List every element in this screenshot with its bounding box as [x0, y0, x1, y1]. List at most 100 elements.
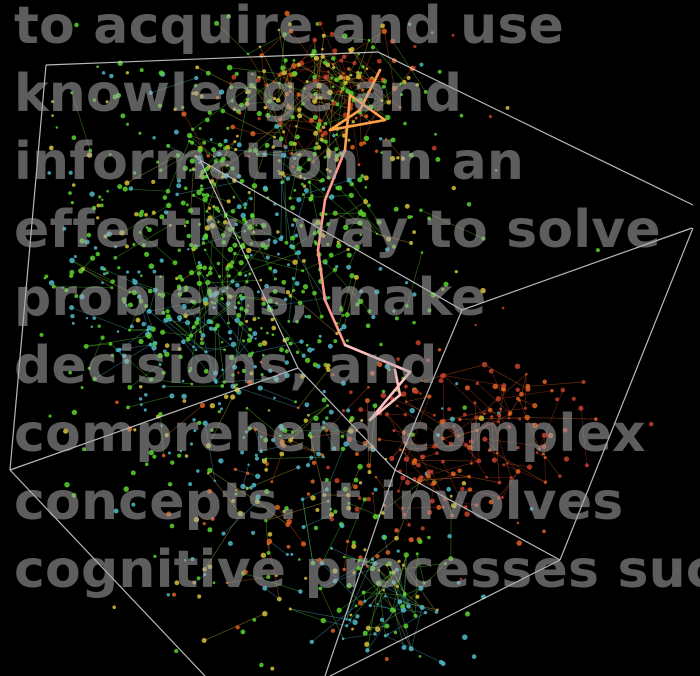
- graph-node: [502, 387, 507, 392]
- graph-node: [325, 363, 331, 369]
- graph-node: [257, 116, 261, 121]
- graph-node: [404, 384, 408, 389]
- graph-edge: [269, 101, 281, 124]
- graph-node: [386, 236, 392, 242]
- graph-node: [389, 455, 395, 461]
- graph-node: [226, 64, 233, 71]
- graph-node: [385, 550, 391, 555]
- graph-node: [235, 488, 238, 492]
- graph-node: [144, 303, 149, 309]
- graph-node: [345, 624, 349, 628]
- graph-edge: [414, 460, 479, 480]
- graph-edge: [280, 50, 336, 75]
- graph-node: [146, 333, 152, 339]
- graph-node: [347, 501, 351, 505]
- graph-node: [167, 482, 173, 487]
- graph-node: [296, 62, 301, 67]
- graph-node: [301, 193, 305, 196]
- graph-node: [265, 112, 271, 118]
- graph-node: [92, 316, 96, 320]
- graph-node: [191, 193, 196, 197]
- graph-node: [241, 339, 246, 343]
- graph-node: [185, 220, 190, 225]
- graph-node: [301, 525, 306, 529]
- graph-node: [391, 85, 398, 92]
- graph-edge: [278, 160, 301, 177]
- graph-node: [427, 216, 432, 221]
- graph-edge: [302, 499, 314, 564]
- graph-node: [461, 481, 467, 486]
- graph-node: [277, 73, 281, 77]
- graph-edge: [222, 141, 236, 159]
- graph-node: [319, 137, 324, 142]
- graph-node: [248, 148, 253, 153]
- graph-edge: [508, 417, 520, 420]
- graph-node: [332, 48, 338, 54]
- graph-node: [68, 191, 72, 195]
- graph-node: [376, 219, 382, 225]
- graph-node: [260, 372, 264, 377]
- graph-node: [475, 381, 480, 386]
- graph-node: [79, 294, 85, 300]
- graph-node: [164, 343, 170, 348]
- graph-node: [295, 125, 298, 128]
- graph-node: [194, 75, 199, 81]
- graph-node: [193, 429, 197, 433]
- graph-node: [228, 354, 235, 361]
- graph-node: [325, 416, 329, 420]
- graph-node: [298, 174, 303, 179]
- graph-node: [342, 33, 348, 39]
- graph-edge: [264, 588, 280, 600]
- graph-node: [296, 153, 300, 157]
- graph-node: [348, 428, 354, 434]
- graph-node: [51, 284, 56, 289]
- graph-node: [402, 593, 407, 597]
- graph-edge: [358, 567, 395, 611]
- graph-edge: [384, 81, 390, 103]
- graph-node: [326, 176, 331, 180]
- graph-node: [401, 563, 405, 567]
- graph-node: [89, 255, 96, 261]
- graph-node: [189, 158, 195, 164]
- graph-edge: [265, 500, 329, 521]
- graph-node: [222, 380, 227, 384]
- graph-edge: [339, 187, 361, 214]
- graph-node: [451, 33, 455, 37]
- graph-edge: [402, 507, 410, 526]
- graph-node: [518, 417, 522, 421]
- graph-edge: [242, 464, 249, 487]
- graph-node: [226, 126, 230, 130]
- graph-node: [195, 317, 200, 321]
- graph-node: [234, 282, 240, 288]
- graph-node: [213, 479, 217, 483]
- graph-node: [462, 412, 467, 417]
- graph-node: [262, 69, 267, 74]
- graph-node: [351, 543, 357, 549]
- graph-node: [301, 258, 306, 263]
- cube-edge: [329, 559, 561, 676]
- graph-node: [189, 168, 192, 172]
- graph-edge: [319, 91, 342, 131]
- graph-node: [352, 60, 357, 66]
- graph-node: [471, 654, 477, 659]
- graph-edge: [280, 182, 283, 239]
- graph-node: [172, 260, 178, 266]
- graph-edge: [217, 325, 225, 383]
- graph-edge: [289, 154, 301, 199]
- graph-node: [245, 97, 250, 102]
- graph-node: [97, 324, 101, 328]
- graph-node: [202, 265, 207, 271]
- graph-node: [312, 98, 318, 104]
- graph-edge: [279, 85, 320, 120]
- graph-node: [304, 315, 308, 318]
- graph-node: [222, 220, 228, 225]
- graph-node: [330, 546, 333, 550]
- graph-node: [55, 126, 59, 129]
- graph-node: [251, 351, 254, 355]
- graph-node: [415, 552, 419, 556]
- graph-node: [199, 184, 204, 188]
- graph-node: [148, 377, 154, 382]
- graph-node: [394, 528, 399, 533]
